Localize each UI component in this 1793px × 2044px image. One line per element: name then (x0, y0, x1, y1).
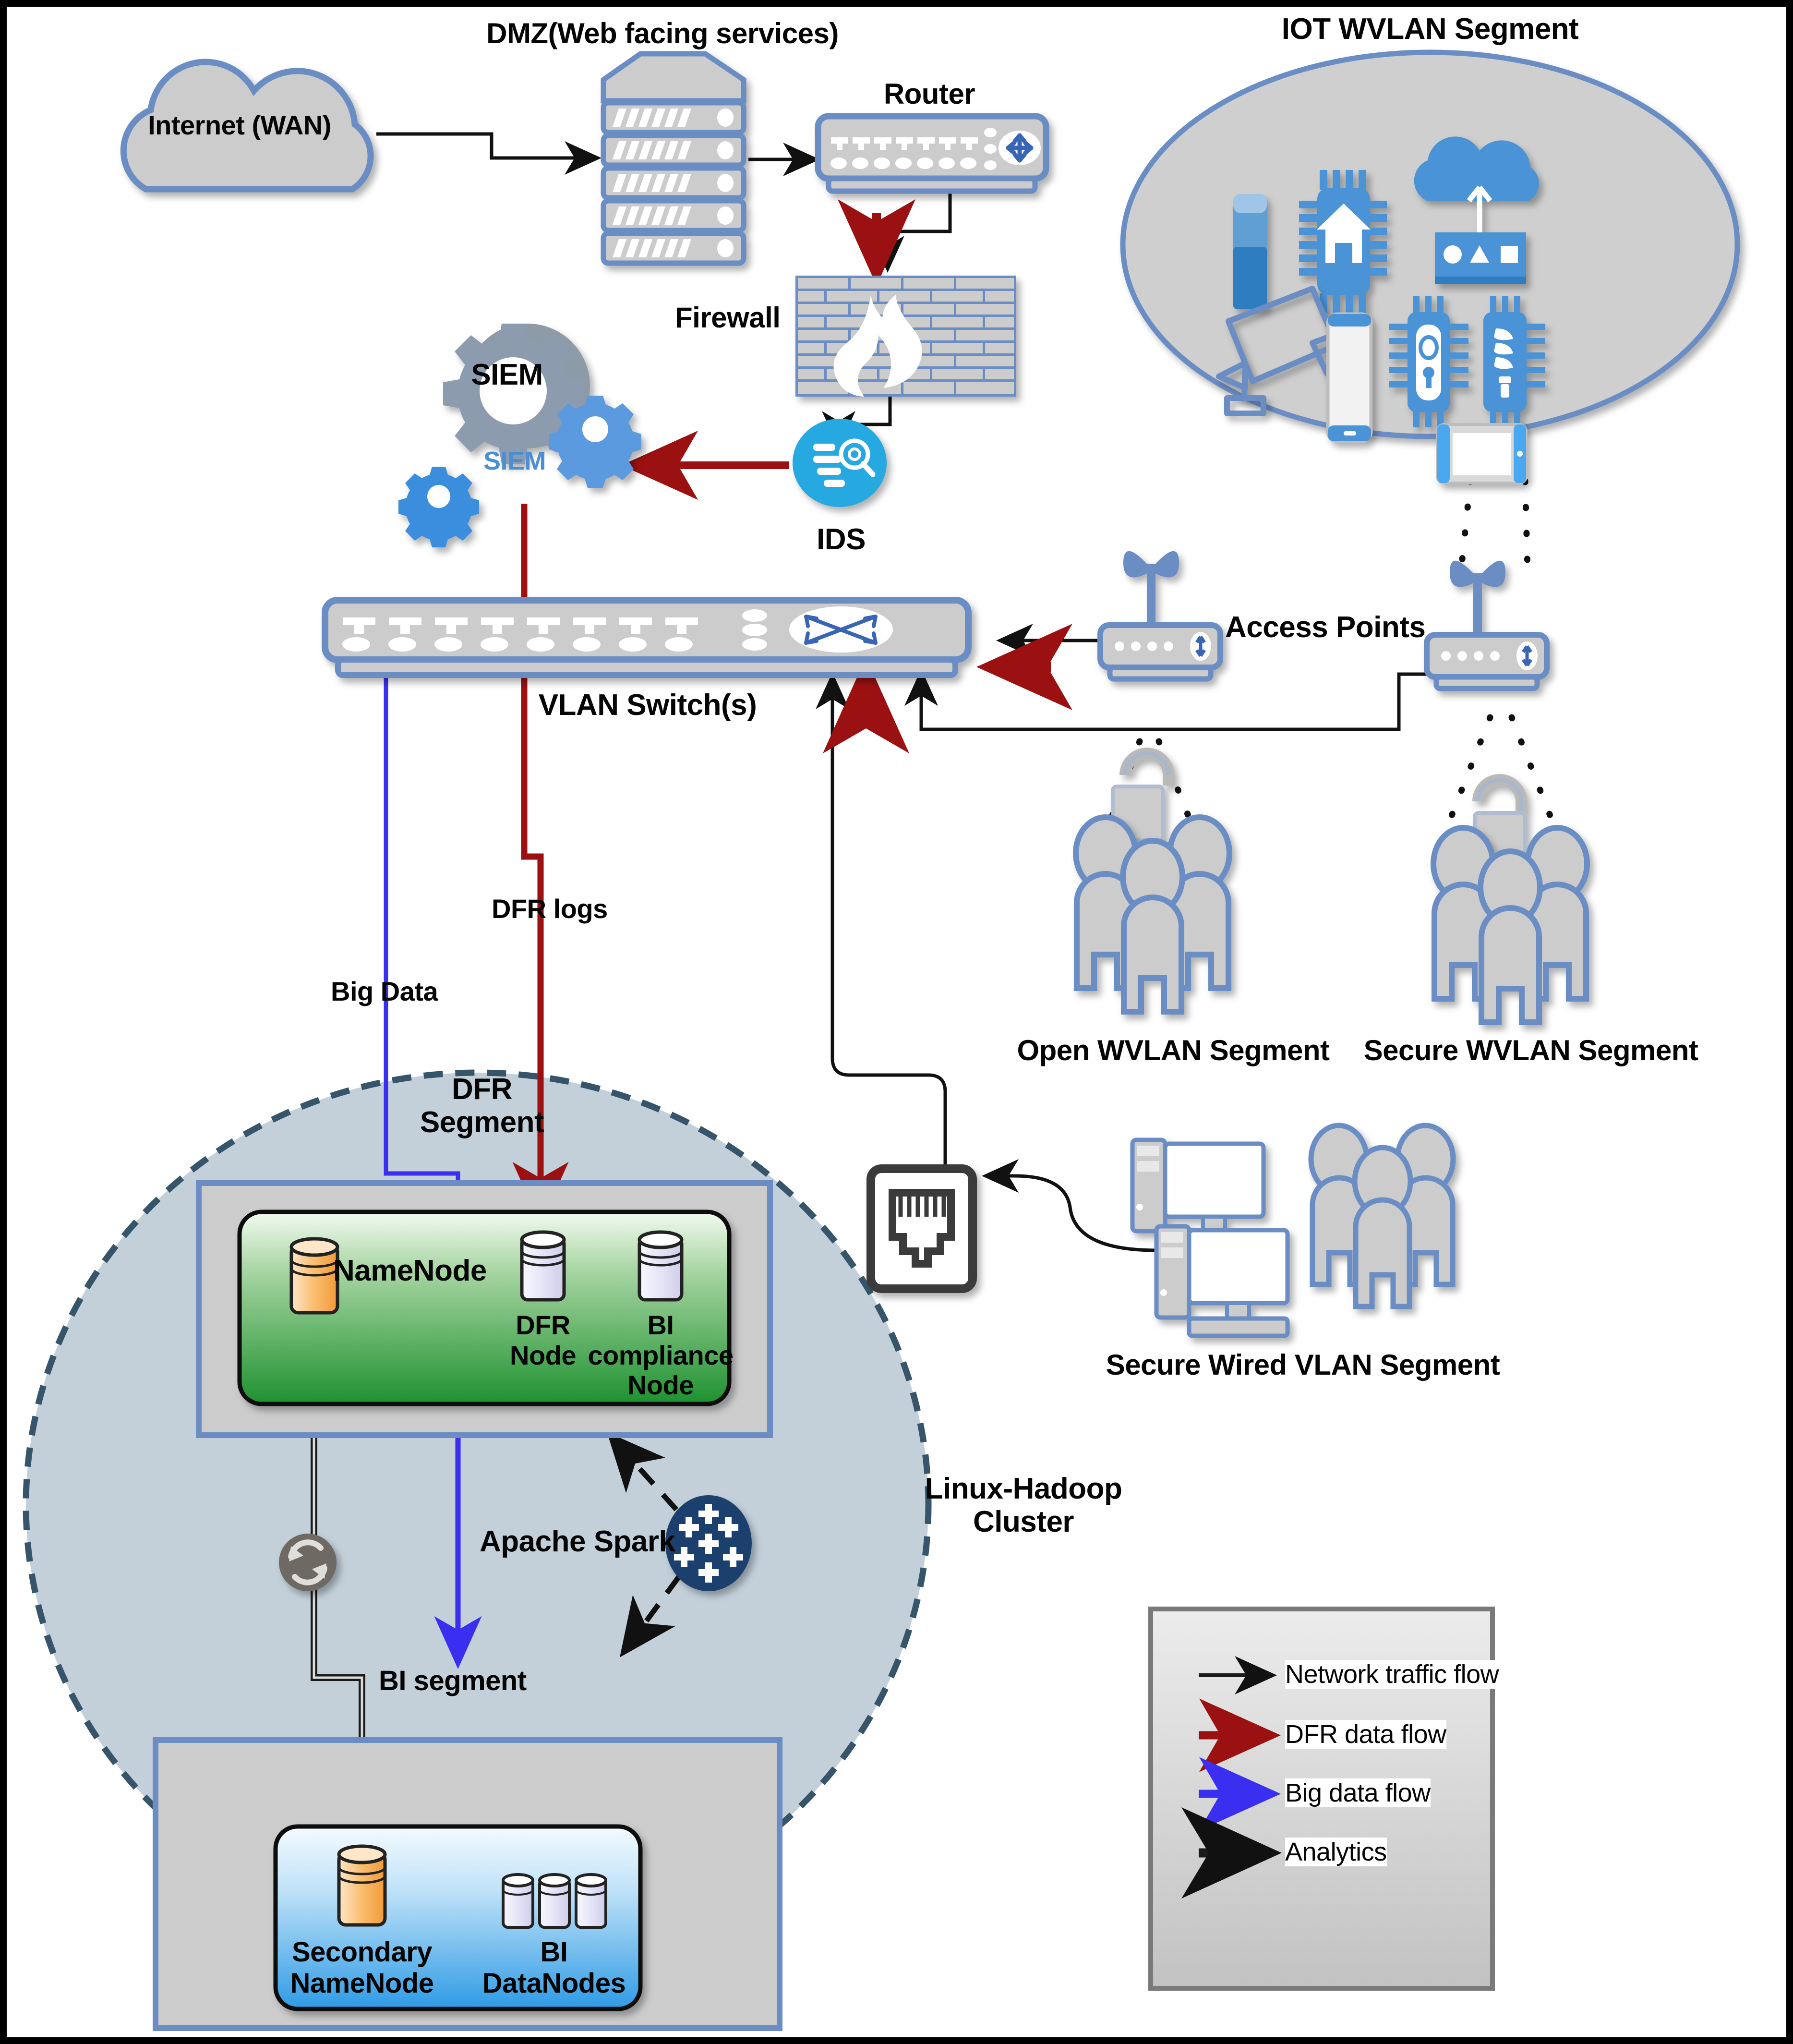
vlan-switch-label: VLAN Switch(s) (538, 689, 757, 722)
sync-arrows-icon (279, 1534, 337, 1591)
dfr-node-label: DFR Node (510, 1310, 577, 1370)
rj45-jack-icon (866, 1164, 977, 1293)
firewall-label: Firewall (675, 302, 781, 334)
people-group-icon (1431, 825, 1590, 1025)
siem-label: SIEM (471, 358, 543, 391)
hadoop-cluster-boundary (23, 1069, 932, 1940)
secure-wvlan-label: Secure WVLAN Segment (1363, 1034, 1698, 1066)
bi-datanodes-label: BI DataNodes (482, 1936, 626, 1999)
database-cylinder-orange-icon (289, 1237, 339, 1315)
gears-icon (398, 324, 641, 547)
locked-padlock-icon (1472, 774, 1527, 869)
apache-spark-icon (665, 1495, 752, 1591)
legend-item-analytics-label: Analytics (1285, 1838, 1387, 1867)
network-switch-icon (322, 597, 972, 678)
server-stack-icon (601, 51, 746, 266)
bi-segment-box (153, 1737, 782, 2031)
bi-compliance-node-label: BI compliance Node (588, 1310, 734, 1401)
database-cylinder-lavender-icon (520, 1230, 566, 1302)
people-group-icon (1073, 814, 1232, 1015)
wireless-access-point-icon (1097, 551, 1223, 682)
database-cylinder-orange-icon (337, 1844, 387, 1927)
iot-segment-label: IOT WVLAN Segment (1281, 12, 1579, 46)
router-icon (815, 113, 1049, 194)
namenode-label: NameNode (333, 1254, 487, 1287)
firewall-brick-icon (795, 276, 1016, 397)
siem-inner-label: SIEM (483, 447, 546, 475)
legend-item-dfr-label: DFR data flow (1285, 1720, 1446, 1749)
unlocked-padlock-icon (1111, 748, 1174, 842)
big-data-label: Big Data (331, 976, 438, 1006)
connector-layer (23, 49, 1740, 2031)
secondary-namenode-label: Secondary NameNode (290, 1936, 434, 1999)
router-label: Router (883, 78, 975, 110)
database-cylinder-lavender-icon (502, 1873, 607, 1929)
linux-hadoop-cluster-label: Linux-Hadoop Cluster (925, 1472, 1122, 1539)
ids-radar-icon (793, 419, 887, 507)
internet-label: Internet (WAN) (148, 110, 331, 140)
wireless-access-point-icon (1424, 560, 1550, 691)
iot-devices-icon (1216, 136, 1545, 484)
database-cylinder-lavender-icon (638, 1230, 684, 1302)
dmz-label: DMZ(Web facing services) (486, 17, 839, 49)
legend-item-bigdata-label: Big data flow (1285, 1778, 1431, 1808)
desktop-computer-icon (1154, 1224, 1290, 1338)
dfr-logs-label: DFR logs (492, 894, 608, 924)
open-wvlan-label: Open WVLAN Segment (1017, 1034, 1330, 1066)
iot-segment-boundary (1120, 49, 1740, 439)
access-points-label: Access Points (1225, 611, 1426, 644)
apache-spark-label: Apache Spark (480, 1525, 675, 1558)
dfr-segment-label: DFR Segment (420, 1073, 544, 1139)
legend-item-network-label: Network traffic flow (1285, 1660, 1499, 1689)
desktop-computer-icon (1130, 1137, 1266, 1252)
people-group-icon (1308, 1123, 1456, 1309)
secure-wired-label: Secure Wired VLAN Segment (1106, 1349, 1500, 1381)
ids-label: IDS (817, 523, 866, 556)
bi-segment-label: BI segment (379, 1665, 527, 1696)
